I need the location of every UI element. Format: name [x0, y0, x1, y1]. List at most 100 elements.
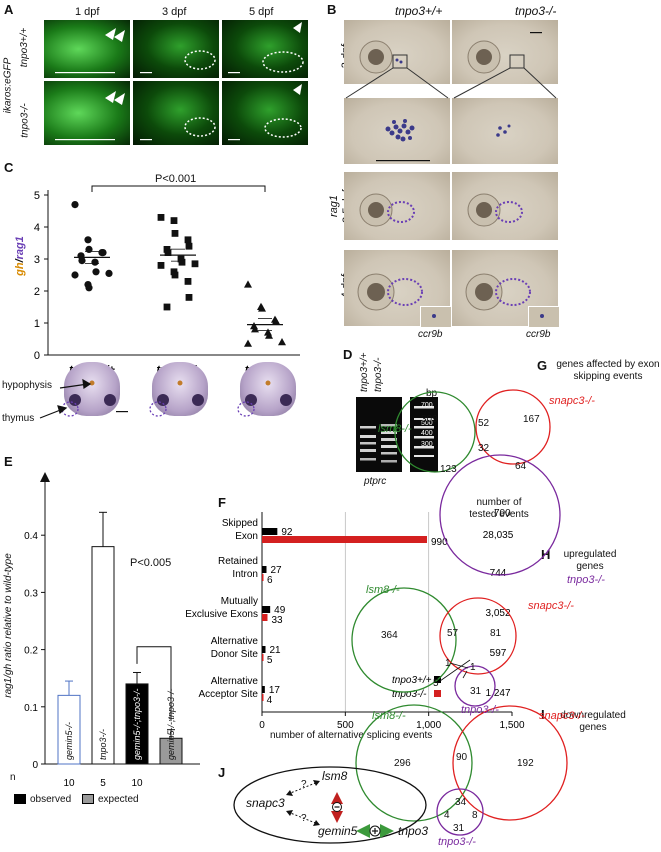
x-tick-label: 1,500 — [499, 720, 524, 731]
scale-bar — [140, 139, 152, 141]
data-point — [184, 278, 192, 285]
significance-bracket — [136, 646, 172, 722]
data-point — [71, 201, 79, 209]
bar-mut — [262, 536, 427, 543]
venn-g-set1-label: lsm8-/- — [378, 423, 412, 435]
node-gemin5: gemin5 — [318, 824, 358, 838]
scale-bar — [228, 139, 240, 141]
data-point — [85, 284, 93, 292]
venn-g-set3-label: tnpo3-/- — [567, 574, 605, 586]
nucleus-outline — [233, 766, 427, 844]
venn-h-set2-label: snapc3-/- — [528, 600, 574, 612]
category-label: Mutually — [221, 596, 258, 607]
bar-value-label: 92 — [281, 527, 293, 538]
n-value: 10 — [63, 778, 75, 789]
bar-value-label: 33 — [272, 615, 284, 626]
panel-a-time-1: 1 dpf — [75, 6, 100, 18]
fluorescence-image-mut-3dpf — [133, 81, 219, 145]
category-label: tnpo3-/- — [98, 729, 108, 760]
category-label: gemin5-/- — [64, 722, 74, 760]
significance-bracket — [91, 185, 266, 192]
panel-b-genotype-mut: tnpo3-/- — [515, 4, 557, 18]
data-point — [184, 236, 192, 244]
venn-g-snapc3 — [475, 389, 551, 465]
data-point — [244, 339, 252, 347]
bar-wt — [262, 566, 267, 573]
arrowhead-icon — [114, 93, 125, 105]
panel-b-genotype-wt: tnpo3+/+ — [395, 4, 443, 18]
n-value: 10 — [131, 778, 143, 789]
venn-i-lsm8 — [355, 704, 473, 822]
fluorescence-image-mut-5dpf — [222, 81, 308, 145]
y-axis-arrow — [40, 472, 50, 482]
arrowhead-icon — [114, 30, 125, 42]
bar-mut — [262, 574, 264, 581]
bar-wt — [262, 686, 265, 693]
legend-label: tnpo3-/- — [392, 689, 427, 700]
question-mark-2: ? — [301, 813, 307, 824]
data-point — [278, 338, 286, 346]
venn-i-set3-label: tnpo3-/- — [438, 836, 476, 848]
gel-gene-label: ptprc — [364, 476, 387, 487]
y-tick-label: 0 — [34, 350, 40, 362]
data-point — [164, 249, 172, 256]
category-label: gemin5-/-;tnpo3-/- — [166, 688, 176, 760]
panel-i-letter: I — [541, 707, 545, 722]
thymus-outline — [387, 278, 423, 306]
activation-arrow-left — [356, 824, 370, 838]
venn-h-tnpo3 — [454, 665, 496, 707]
y-tick-label: 1 — [34, 318, 40, 330]
zoom-box — [509, 54, 525, 69]
venn-g-set2-label: snapc3-/- — [549, 395, 595, 407]
bar-value-label: 17 — [269, 685, 281, 696]
y-tick-label: 0.1 — [24, 703, 38, 714]
node-snapc3: snapc3 — [246, 796, 285, 810]
bar-wt — [262, 606, 271, 613]
venn-g-only3: 700 — [494, 508, 511, 519]
venn-h-s12: 57 — [447, 628, 459, 639]
category-label: gemin5-/-;tnpo3-/- — [132, 688, 142, 760]
thymus-outline — [184, 50, 216, 70]
node-tnpo3: tnpo3 — [398, 824, 429, 838]
venn-i-only3: 31 — [453, 823, 465, 834]
scale-bar — [228, 72, 240, 74]
panel-g-title: genes affected by exon skipping events — [556, 359, 660, 382]
data-point — [185, 242, 193, 250]
venn-g-s12: 52 — [478, 418, 490, 429]
panel-c-pvalue: P<0.001 — [155, 173, 197, 185]
panel-j-letter: J — [218, 765, 226, 780]
thymus-outline — [264, 118, 302, 138]
bar-mut — [262, 654, 264, 661]
y-tick-label: 5 — [34, 190, 40, 202]
venn-g-lsm8 — [394, 391, 476, 473]
x-tick-label: 1,000 — [416, 720, 441, 731]
thymus-outline — [149, 401, 167, 417]
gel-ladder-image — [410, 397, 438, 472]
data-point — [163, 303, 171, 311]
panel-a-time-3: 5 dpf — [249, 6, 274, 18]
bar-wt — [262, 528, 278, 535]
venn-g-only2: 167 — [523, 414, 540, 425]
legend-expected-swatch — [82, 794, 94, 804]
gel-bp-label: bp — [426, 388, 438, 399]
ccr9b-label-wt: ccr9b — [418, 329, 443, 340]
venn-g-s23: 64 — [515, 461, 527, 472]
thymus-outline — [184, 117, 216, 137]
tested-events-value: 28,035 — [483, 530, 514, 541]
y-tick-label: 4 — [34, 222, 40, 234]
panel-f-xlabel: number of alternative splicing events — [270, 730, 433, 741]
panel-g-letter: G — [537, 358, 548, 373]
zoom-box — [392, 54, 408, 69]
arrowhead-icon — [105, 91, 116, 103]
tested-events-value: 3,052 — [485, 608, 510, 619]
venn-i-s23: 8 — [472, 810, 478, 821]
data-point — [265, 331, 273, 339]
panel-i-title: downregulated genes — [560, 710, 626, 733]
panel-c-letter: C — [4, 160, 14, 175]
question-mark-1: ? — [301, 779, 307, 790]
venn-h-only2: 81 — [490, 628, 502, 639]
venn-i-snapc3 — [452, 705, 568, 821]
ish-zoom-wt — [344, 98, 450, 164]
